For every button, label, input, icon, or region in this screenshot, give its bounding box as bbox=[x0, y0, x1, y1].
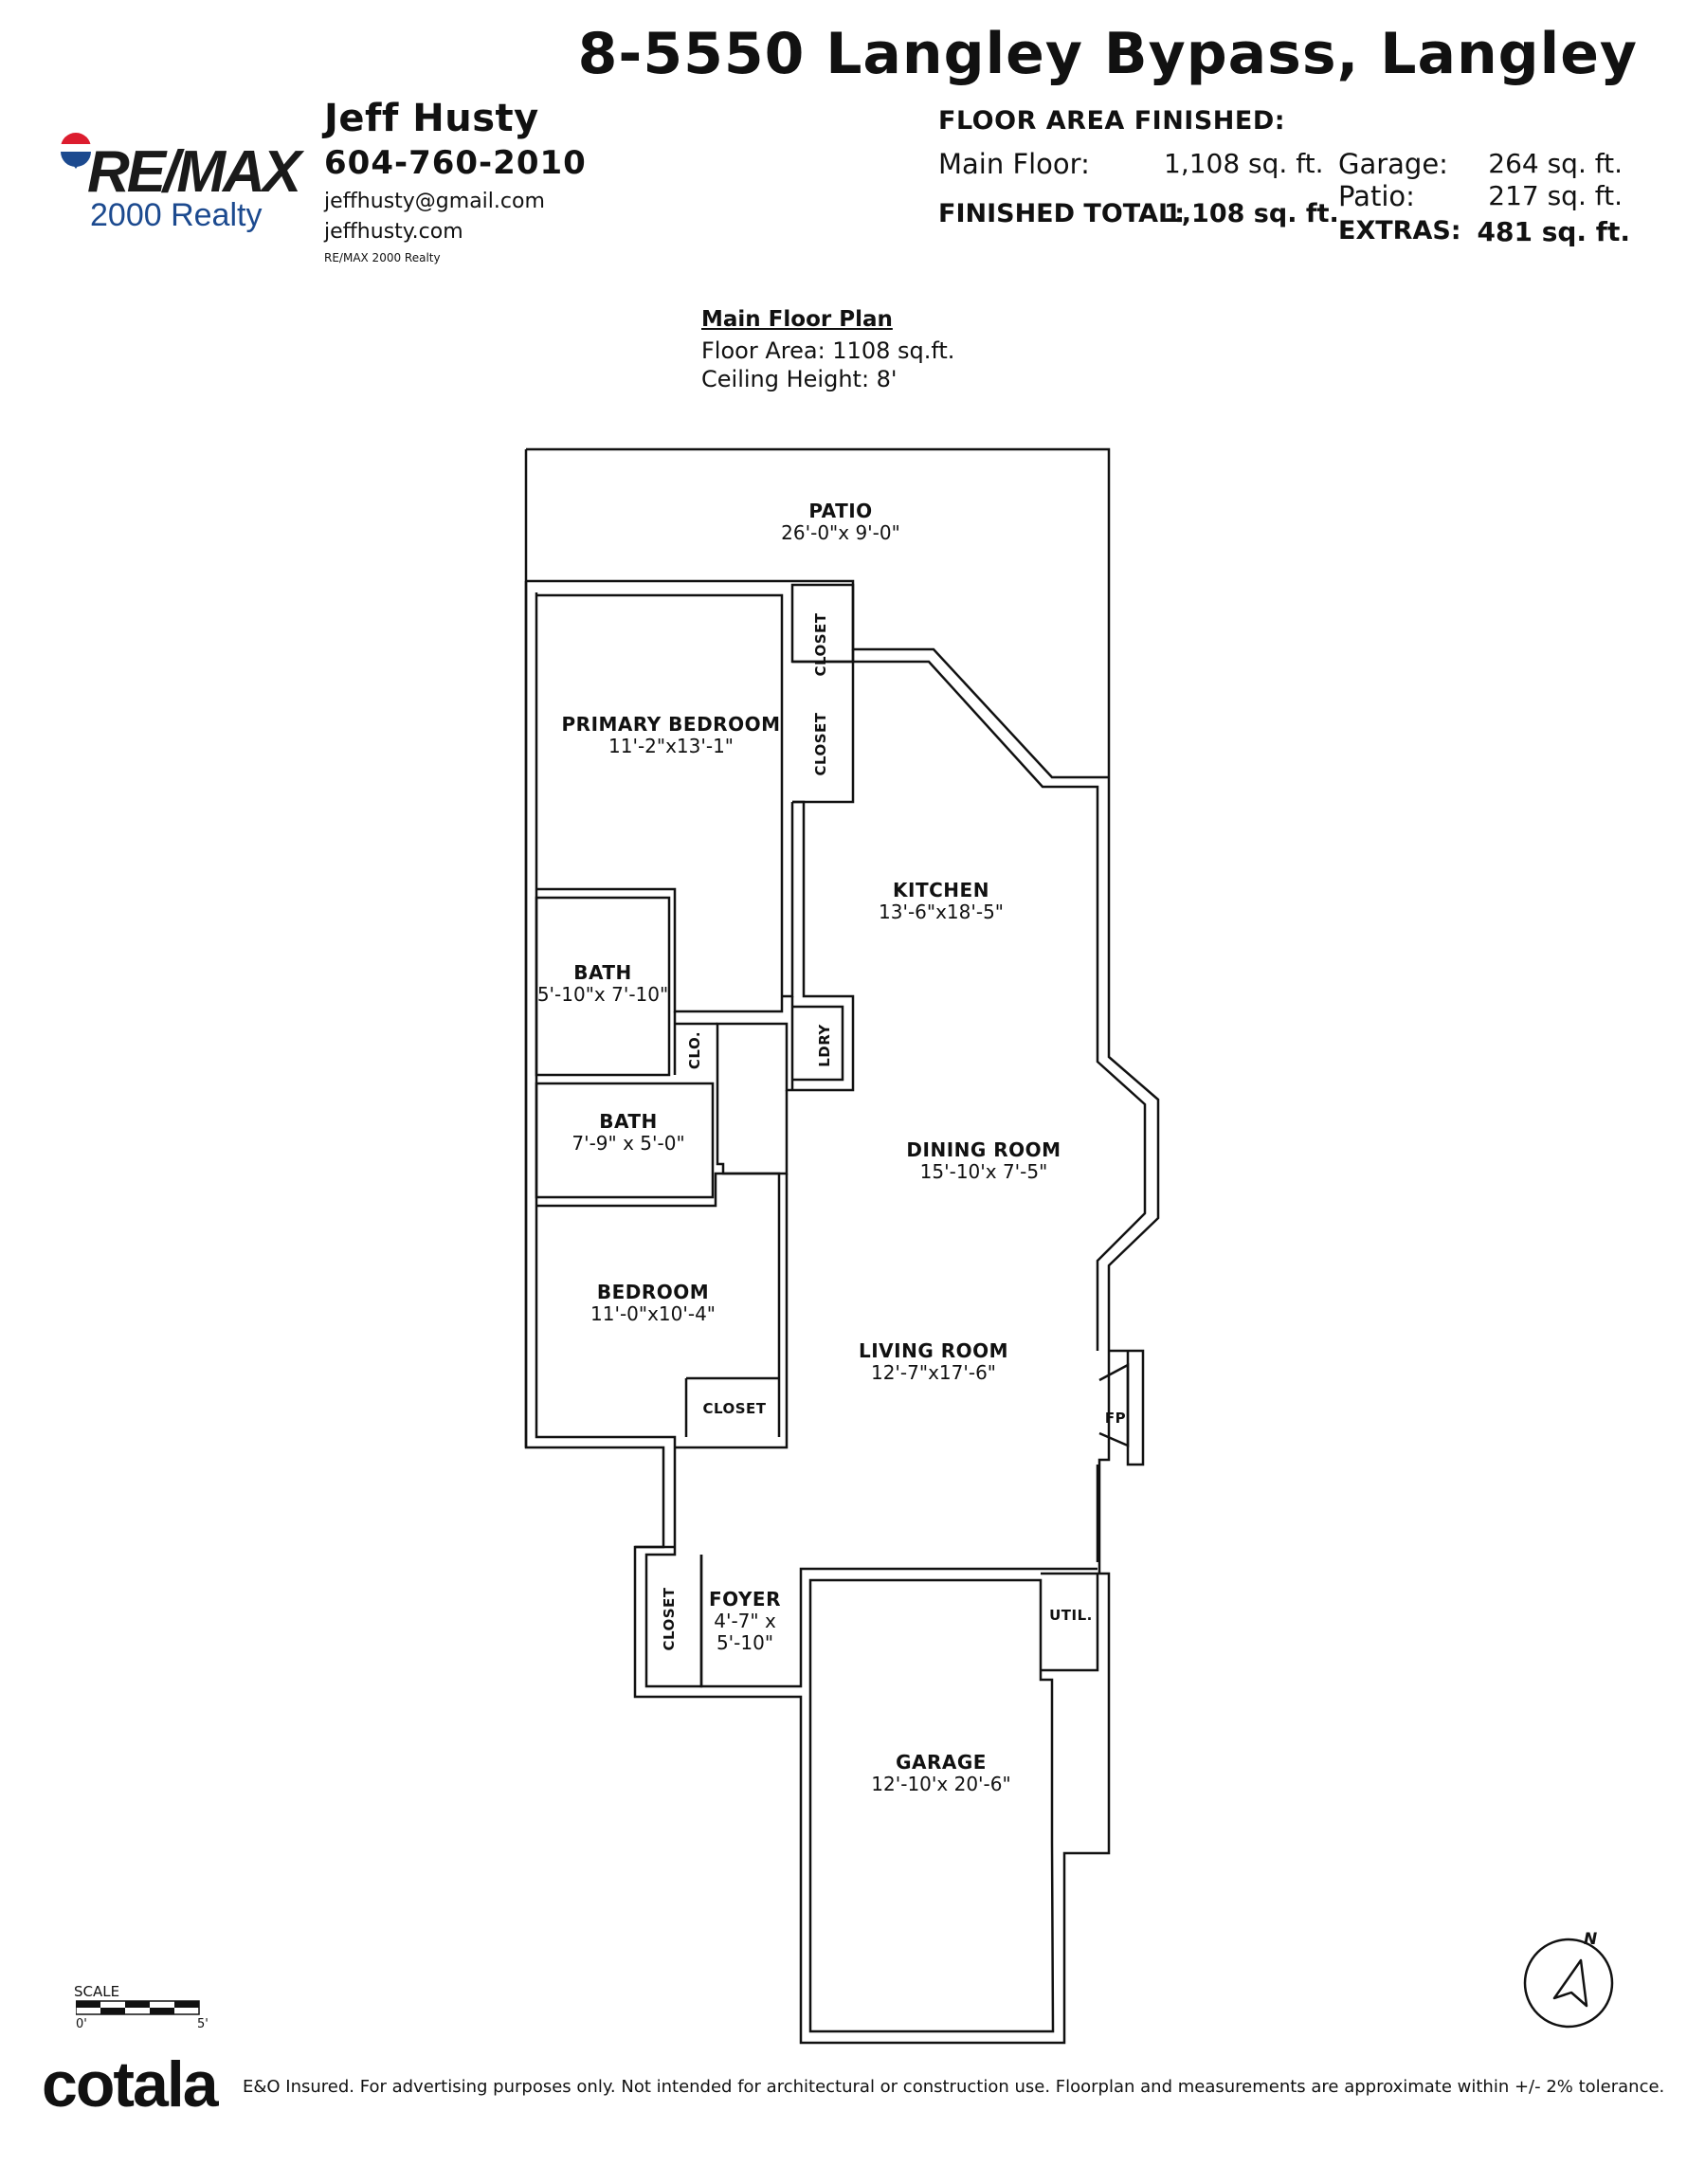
agent-phone: 604-760-2010 bbox=[324, 144, 587, 182]
label-fireplace: FP bbox=[1105, 1410, 1126, 1427]
room-bath1-name: BATH bbox=[573, 961, 632, 984]
label-clo: CLO. bbox=[686, 1030, 703, 1070]
room-dining-room-name: DINING ROOM bbox=[906, 1138, 1061, 1161]
primary-bedroom-walls bbox=[536, 593, 784, 1013]
room-primary-bedroom-dims: 11'-2"x13'-1" bbox=[608, 735, 735, 757]
room-foyer-name: FOYER bbox=[709, 1588, 781, 1611]
bedroom-closet-walls bbox=[684, 1376, 779, 1437]
garage-walls bbox=[808, 1578, 1055, 2033]
floor-area-title: FLOOR AREA FINISHED: bbox=[938, 106, 1286, 136]
room-bedroom-name: BEDROOM bbox=[596, 1281, 710, 1303]
garage-area-value: 264 sq. ft. bbox=[1488, 148, 1623, 179]
main-floor-label: Main Floor: bbox=[938, 148, 1090, 180]
plan-floor-area: Floor Area: 1108 sq.ft. bbox=[701, 337, 955, 364]
label-laundry: LDRY bbox=[816, 1024, 833, 1067]
room-bath2-dims: 7'-9" x 5'-0" bbox=[571, 1132, 685, 1155]
scale-start: 0' bbox=[76, 2017, 87, 2031]
finished-total-value: 1,108 sq. ft. bbox=[1164, 199, 1339, 228]
balloon-logo-icon bbox=[61, 133, 91, 169]
compass-n-label: N bbox=[1584, 1930, 1598, 1949]
room-dining-room-dims: 15'-10'x 7'-5" bbox=[919, 1160, 1048, 1183]
room-kitchen-dims: 13'-6"x18'-5" bbox=[878, 901, 1005, 923]
scale-label: SCALE bbox=[74, 1983, 120, 2000]
label-utility: UTIL. bbox=[1049, 1607, 1093, 1624]
compass-north-icon bbox=[1523, 1938, 1614, 2029]
room-garage: GARAGE 12'-10'x 20'-6" bbox=[871, 1752, 1010, 1795]
room-primary-bedroom-name: PRIMARY BEDROOM bbox=[561, 713, 781, 736]
room-foyer-dims-line2: 5'-10" bbox=[716, 1631, 774, 1654]
room-garage-dims: 12'-10'x 20'-6" bbox=[871, 1773, 1011, 1795]
plan-ceiling-height: Ceiling Height: 8' bbox=[701, 366, 898, 392]
main-floor-value: 1,108 sq. ft. bbox=[1164, 148, 1324, 179]
room-primary-bedroom: PRIMARY BEDROOM 11'-2"x13'-1" bbox=[562, 714, 781, 757]
label-fireplace-text: FP bbox=[1104, 1410, 1127, 1427]
agent-email[interactable]: jeffhusty@gmail.com bbox=[324, 190, 545, 213]
footer-disclaimer: E&O Insured. For advertising purposes on… bbox=[243, 2077, 1665, 2097]
label-closet-a: CLOSET bbox=[812, 612, 829, 677]
fireplace-walls bbox=[1098, 1362, 1130, 1447]
finished-total-label: FINISHED TOTAL: bbox=[938, 199, 1186, 228]
label-closet-bedroom: CLOSET bbox=[702, 1400, 767, 1417]
scale-bar bbox=[76, 2000, 200, 2015]
laundry-walls bbox=[792, 1005, 844, 1082]
room-kitchen: KITCHEN 13'-6"x18'-5" bbox=[879, 880, 1004, 923]
room-living-room-dims: 12'-7"x17'-6" bbox=[870, 1361, 996, 1384]
brokerage-logo-subtitle: 2000 Realty bbox=[90, 197, 263, 233]
room-foyer: FOYER 4'-7" x 5'-10" bbox=[709, 1589, 781, 1654]
label-closet-bedroom-text: CLOSET bbox=[702, 1400, 767, 1417]
room-bath2-name: BATH bbox=[599, 1110, 658, 1133]
room-bath1: BATH 5'-10"x 7'-10" bbox=[537, 962, 668, 1006]
label-utility-text: UTIL. bbox=[1049, 1607, 1093, 1624]
plan-title: Main Floor Plan bbox=[701, 307, 893, 332]
room-patio: PATIO 26'-0"x 9'-0" bbox=[781, 500, 900, 544]
room-bedroom-dims: 11'-0"x10'-4" bbox=[590, 1302, 717, 1325]
garage-area-label: Garage: bbox=[1338, 148, 1448, 180]
patio-area-label: Patio: bbox=[1338, 180, 1415, 212]
room-kitchen-name: KITCHEN bbox=[893, 879, 989, 901]
label-closet-foyer: CLOSET bbox=[661, 1587, 678, 1651]
label-closet-b: CLOSET bbox=[812, 712, 829, 776]
extras-label: EXTRAS: bbox=[1338, 216, 1461, 246]
agent-website[interactable]: jeffhusty.com bbox=[324, 220, 463, 244]
agent-name: Jeff Husty bbox=[324, 97, 539, 140]
room-bedroom: BEDROOM 11'-0"x10'-4" bbox=[590, 1282, 716, 1325]
agent-brokerage: RE/MAX 2000 Realty bbox=[324, 251, 441, 264]
extras-value: 481 sq. ft. bbox=[1477, 216, 1631, 247]
room-garage-name: GARAGE bbox=[896, 1751, 987, 1774]
room-living-room-name: LIVING ROOM bbox=[858, 1339, 1009, 1362]
patio-area-value: 217 sq. ft. bbox=[1488, 180, 1623, 211]
utility-walls bbox=[1041, 1572, 1099, 1672]
room-patio-dims: 26'-0"x 9'-0" bbox=[781, 521, 900, 544]
bath2-walls bbox=[535, 1082, 715, 1199]
room-patio-name: PATIO bbox=[808, 500, 873, 522]
room-bath1-dims: 5'-10"x 7'-10" bbox=[536, 983, 669, 1006]
bath1-walls bbox=[535, 896, 671, 1077]
room-living-room: LIVING ROOM 12'-7"x17'-6" bbox=[859, 1340, 1008, 1384]
footer-brand-logo: cotala bbox=[42, 2048, 219, 2120]
room-bath2: BATH 7'-9" x 5'-0" bbox=[571, 1111, 684, 1155]
scale-end: 5' bbox=[197, 2017, 209, 2031]
bedroom-walls bbox=[536, 1172, 781, 1437]
building-outer-wall bbox=[524, 581, 1160, 2045]
listing-address: 8-5550 Langley Bypass, Langley bbox=[577, 21, 1638, 87]
room-foyer-dims-line1: 4'-7" x bbox=[714, 1610, 776, 1632]
remax-logo-wordmark: RE/MAX bbox=[87, 139, 301, 205]
room-dining-room: DINING ROOM 15'-10'x 7'-5" bbox=[906, 1139, 1061, 1183]
